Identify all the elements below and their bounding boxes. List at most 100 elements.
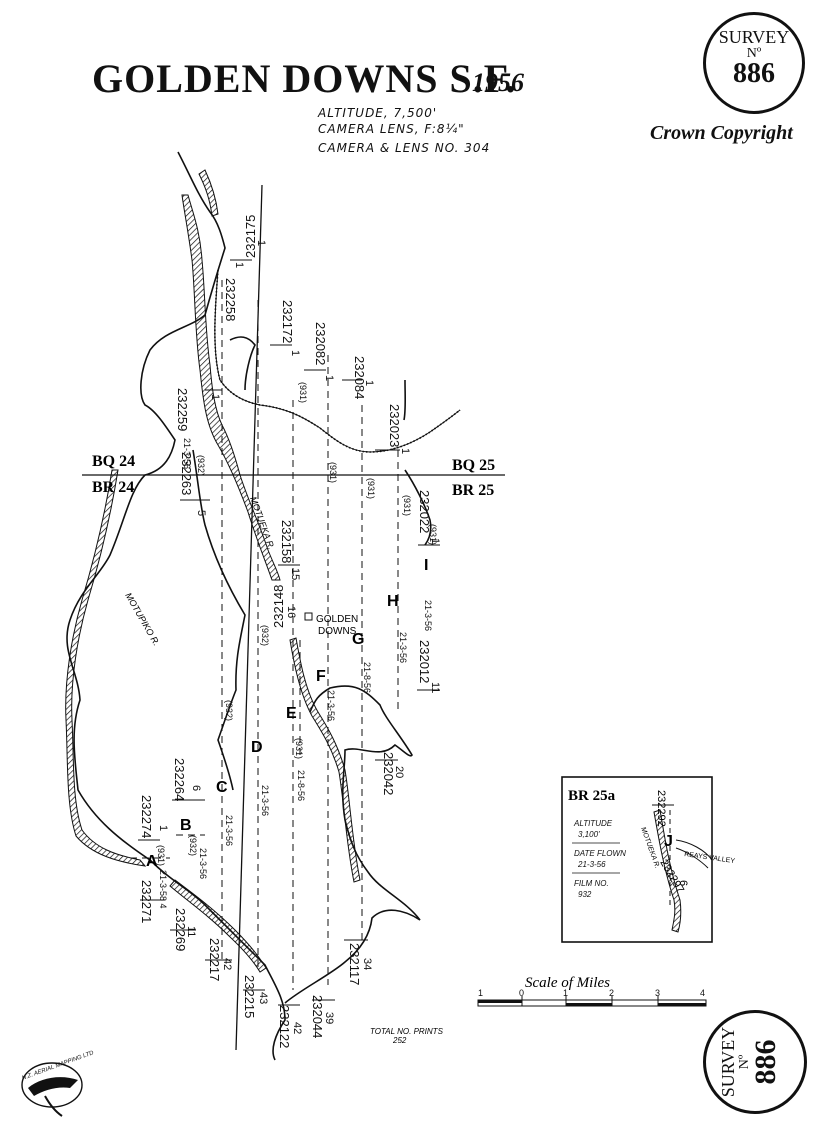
photo-232022: 232022: [417, 490, 432, 533]
motupiko-river: [65, 469, 147, 867]
count-5: 5: [195, 510, 207, 516]
scale-tick-3: 3: [655, 988, 660, 998]
inset-date: 21-3-56: [577, 860, 606, 869]
count-11: 11: [429, 682, 441, 693]
inset-road: [675, 839, 713, 869]
photo-232023: 232023: [387, 404, 402, 447]
date-a: 21-3-58 4: [158, 870, 168, 909]
film-932-d: (932): [260, 625, 270, 646]
photo-232274: 232274: [139, 795, 154, 838]
badge-number: 886: [733, 58, 775, 89]
date-g: 21-8-56: [362, 662, 372, 693]
inset-film-label: FILM NO.: [574, 879, 609, 888]
total-prints-label: TOTAL NO. PRINTS: [370, 1027, 444, 1036]
leader-lines: [138, 259, 440, 1006]
film-931-a: (931): [156, 845, 166, 866]
count-6: 6: [190, 785, 202, 791]
total-prints-value: 252: [392, 1036, 407, 1045]
run-letter-g: G: [352, 631, 364, 648]
place-motupiko-river: MOTUPIKO R.: [123, 591, 161, 648]
photo-232148: 232148: [271, 585, 286, 628]
photo-232172: 232172: [280, 300, 295, 343]
count-15: 15: [289, 568, 301, 580]
scale-tick-0: 0: [519, 988, 524, 998]
camera-lens-spec: CAMERA LENS, F:8¼": [318, 122, 465, 136]
count-1-h: 1: [363, 380, 375, 386]
date-e: 21-8-56: [296, 770, 306, 801]
upper-stream: [198, 169, 219, 217]
sheet-bq25: BQ 25: [452, 457, 495, 474]
sheet-br25: BR 25: [452, 482, 494, 499]
run-letter-i: I: [424, 557, 428, 574]
photo-232122: 232122: [277, 1005, 292, 1048]
photo-232269: 232269: [173, 908, 188, 951]
badge-no: Nº: [746, 46, 762, 61]
run-letter-a: A: [146, 853, 158, 870]
survey-badge-bottom: SURVEY Nº 886: [703, 1010, 807, 1114]
photo-232044: 232044: [310, 995, 325, 1038]
photo-232217: 232217: [207, 938, 222, 981]
map-title: GOLDEN DOWNS S.F.: [92, 56, 517, 101]
date-h: 21-3-56: [398, 632, 408, 663]
run-letter-f: F: [316, 668, 326, 685]
count-1-g: 1: [323, 375, 335, 381]
film-932-b: (932): [188, 835, 198, 856]
film-931-e: (931): [298, 382, 308, 403]
count-16: 16: [285, 606, 297, 618]
scale-title: Scale of Miles: [525, 975, 610, 991]
lower-creek: [169, 879, 267, 973]
inset-title: BR 25a: [568, 788, 616, 804]
sheet-br24: BR 24: [92, 479, 134, 496]
inset-altitude: 3,100': [578, 830, 600, 839]
photo-232259: 232259: [175, 388, 190, 431]
place-golden: GOLDEN: [316, 614, 358, 625]
count-34: 34: [361, 958, 373, 970]
photo-232012: 232012: [417, 640, 432, 683]
count-42b: 42: [291, 1022, 303, 1034]
run-letter-c: C: [216, 779, 228, 796]
inset-river: [653, 809, 682, 933]
inset-altitude-label: ALTITUDE: [573, 819, 613, 828]
count-1-c: 1: [233, 262, 245, 268]
date-c: 21-3-56: [224, 815, 234, 846]
photo-232263: 232263: [179, 452, 194, 495]
count-11b: 11: [185, 926, 197, 937]
survey-badge-top: SURVEY Nº 886: [703, 12, 805, 114]
date-b: 21-3-56: [198, 848, 208, 879]
scale-tick-2: 2: [609, 988, 614, 998]
count-20: 20: [393, 766, 405, 778]
scale-bar: [477, 996, 707, 1007]
photo-232117: 232117: [347, 943, 362, 985]
inset-count-6: 6: [677, 880, 689, 886]
inset-photo-232292: 232292: [655, 790, 667, 827]
film-931-i2: (931): [428, 524, 438, 545]
inset-film: 932: [578, 890, 592, 899]
film-931-e2: (931): [294, 738, 304, 759]
film-931-g: (931): [328, 462, 338, 483]
railway-line: [214, 269, 461, 453]
copyright-label: Crown Copyright: [650, 122, 793, 144]
date-f: 21-3-56: [326, 690, 336, 721]
badge-word: SURVEY: [718, 27, 790, 47]
date-d: 21-3-56: [260, 785, 270, 816]
film-932-c2: (932): [224, 700, 234, 721]
count-1-i: 1: [399, 448, 411, 454]
count-43: 43: [257, 992, 269, 1004]
sheet-bq24: BQ 24: [92, 453, 135, 470]
golden-downs-marker: [304, 612, 313, 621]
photo-232175: 232175: [243, 215, 258, 258]
photo-232042: 232042: [381, 752, 396, 795]
film-931-i: (931): [402, 495, 412, 516]
count-39: 39: [323, 1012, 335, 1024]
flight-runs: [130, 280, 399, 990]
photo-232264: 232264: [172, 758, 187, 801]
inset-run-letter-j: J: [664, 833, 673, 850]
count-1-i2: 1: [429, 538, 441, 544]
run-letter-h: H: [387, 593, 399, 610]
railway-line-base: [214, 269, 461, 453]
aerial-mapping-emblem: [21, 1062, 83, 1117]
count-1-run-d: 1: [255, 240, 267, 246]
count-1-a: 1: [157, 825, 169, 831]
altitude-spec: ALTITUDE, 7,500': [318, 106, 438, 120]
